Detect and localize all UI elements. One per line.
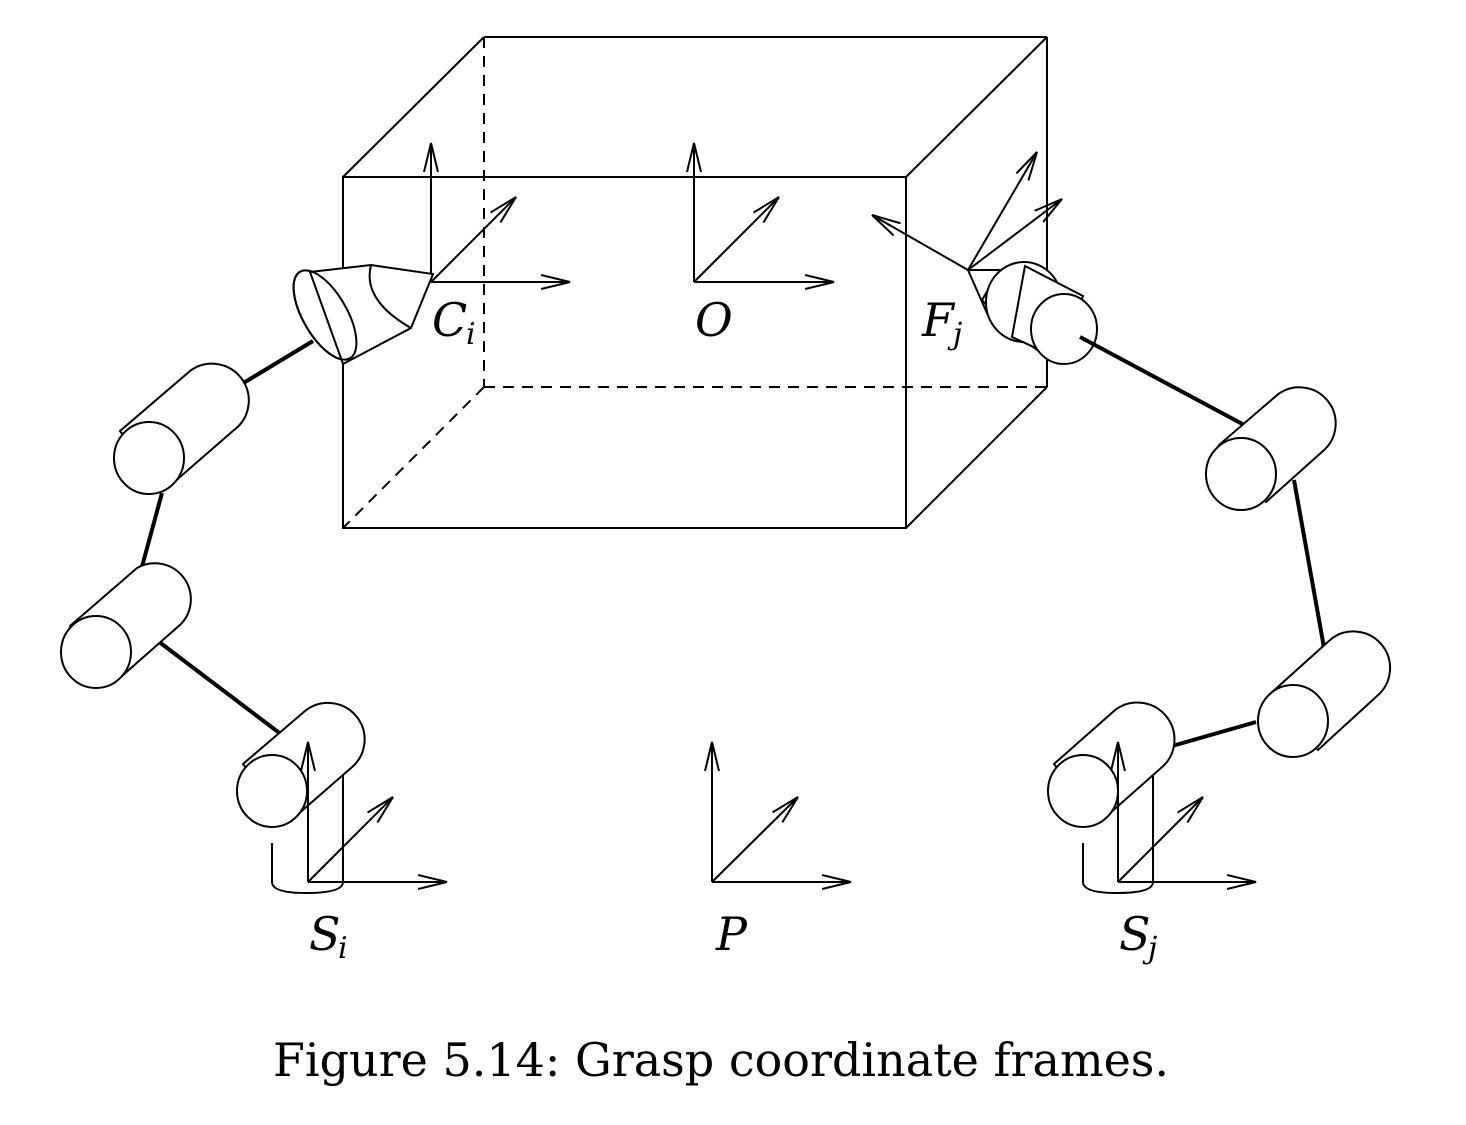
label-c-sub: i bbox=[466, 317, 476, 352]
label-si-sub: i bbox=[338, 931, 348, 966]
right-joint-1 bbox=[1205, 386, 1337, 511]
right-joint-2 bbox=[1257, 630, 1392, 758]
left-base-joint bbox=[236, 701, 366, 895]
right-arm bbox=[1047, 335, 1392, 895]
label-si-main: S bbox=[309, 907, 341, 961]
label-o: O bbox=[695, 293, 733, 347]
frame-sj-axes bbox=[1118, 742, 1256, 882]
label-c-main: C bbox=[432, 293, 467, 347]
figure-caption: Figure 5.14: Grasp coordinate frames. bbox=[273, 1033, 1169, 1087]
frame-c-axes bbox=[431, 143, 570, 282]
box-hidden-edges bbox=[342, 37, 1047, 529]
frame-p-axes bbox=[712, 742, 851, 882]
label-p: P bbox=[715, 907, 748, 961]
frame-o-axes bbox=[694, 143, 834, 282]
left-fingertip bbox=[292, 263, 435, 366]
frame-f-axes bbox=[872, 152, 1062, 271]
left-arm bbox=[60, 339, 366, 895]
label-sj-main: S bbox=[1119, 907, 1151, 961]
left-joint-1 bbox=[113, 362, 250, 495]
frame-si-axes bbox=[308, 742, 447, 882]
right-base-joint bbox=[1047, 701, 1176, 895]
label-f-main: F bbox=[921, 293, 956, 347]
left-joint-2 bbox=[60, 562, 192, 689]
right-fingertip bbox=[967, 261, 1098, 366]
